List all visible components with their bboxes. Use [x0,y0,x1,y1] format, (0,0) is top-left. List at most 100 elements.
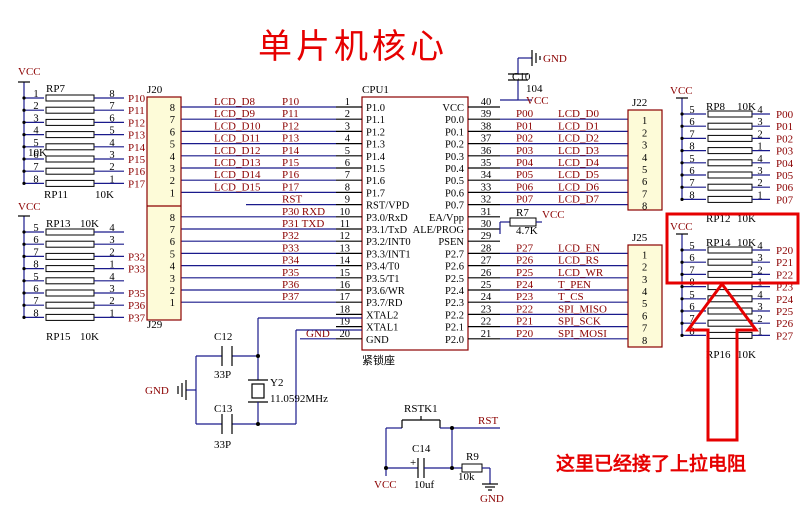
cpu-pin-name: P0.2 [445,140,464,151]
j29-pin-number: 4 [170,262,176,273]
cpu-net-label: P37 [282,291,300,303]
rp7-vcc-label: VCC [18,66,41,78]
rp8-resistor [707,147,753,155]
rp13-resistor [45,289,95,297]
j22-pin-number: 2 [642,128,647,139]
c10-capacitor [500,50,541,101]
r9-value: 10k [458,471,475,483]
cpu-pin-name: P3.7/RD [366,298,403,309]
j20-net-label: LCD_D10 [214,120,261,132]
cpu-pin-name: EA/Vpp [429,213,464,224]
rp8-junction [680,136,684,140]
cpu-net-label: P22 [516,303,533,315]
cpu-net-label: P02 [516,133,533,145]
rp7-pin-right: 7 [109,101,114,112]
rp14-net-label: P24 [776,294,794,306]
rp8-net-label: P00 [776,109,794,121]
j22-pin-number: 8 [642,202,647,213]
c14-plus: + [410,457,416,469]
cpu-pin-name: P0.4 [445,164,465,175]
cpu-net-label: P00 [516,108,534,120]
pullup-note: 这里已经接了上拉电阻 [556,452,746,475]
highlight-arrow [685,281,759,442]
rp13-junction [22,315,26,319]
j25-pin-number: 8 [642,336,647,347]
j29-pin-number: 8 [170,213,175,224]
rp14-pin-right: 3 [757,302,762,313]
rp8-ref: RP8 [706,101,725,113]
j20-net-label: LCD_D14 [214,169,261,181]
rp13-pin-right: 1 [109,260,114,271]
j25-net-label: SPI_MISO [558,303,607,315]
j25-pin-number: 6 [642,311,647,322]
cpu-body [361,96,469,351]
j25-net-label: SPI_SCK [558,316,601,328]
rp14-resistor [707,307,753,315]
cpu-pin-number: 21 [481,329,492,340]
r9-ref: R9 [466,451,479,463]
rp14-pin-right: 2 [757,265,762,276]
j20-pin-number: 3 [170,164,175,175]
rp13-resistor [45,240,95,248]
rp11-value: 10K [95,189,114,201]
rp7-ref: RP7 [46,83,65,95]
rp14-resistor [707,331,753,339]
j25-pin-number: 7 [642,324,647,335]
cpu-pin-number: 6 [345,158,350,169]
rp7-resistor [45,155,95,163]
cpu-pin-number: 19 [340,317,351,328]
cpu-net-label: P33 [282,242,300,254]
rp8-junction [680,161,684,165]
j29-pin-number: 6 [170,237,175,248]
j25-header-body [627,244,663,348]
cpu-ref: CPU1 [362,84,389,96]
rp8-pin-right: 2 [757,129,762,140]
rp13-pin-right: 4 [109,272,115,283]
rp13-pin-right: 3 [109,284,114,295]
rp14-pin-right: 1 [757,326,762,337]
cpu-pin-name: VCC [442,103,464,114]
cpu-net-label: P20 [516,328,534,340]
rp14-junction [680,248,684,252]
rp14-pin-right: 4 [757,241,763,252]
rp13-net-label: P36 [128,300,146,312]
cpu-pin-number: 22 [481,317,492,328]
cpu-pin-name: P1.2 [366,127,385,138]
rp12-value: 10K [737,213,756,225]
rp7-net-label: P14 [128,142,146,154]
rp7-pin-right: 3 [109,150,114,161]
rp8-pin-right: 4 [757,154,763,165]
j20-pin-number: 2 [170,176,175,187]
rp8-value: 10K [737,101,756,113]
cpu-pin-number: 14 [340,256,351,267]
cpu-pin-number: 2 [345,109,350,120]
rp8-pin-left: 5 [689,105,694,116]
j20-pin-number: 4 [170,152,176,163]
cpu-pin-number: 10 [340,207,351,218]
cpu-pin-number: 34 [481,170,492,181]
cpu-pin-name: RST/VPD [366,201,410,212]
reset-circuit [384,416,500,491]
cpu-net-label: P10 [282,96,300,108]
rp14-net-label: P27 [776,330,794,342]
cpu-pin-number: 29 [481,231,492,242]
c12-ref: C12 [214,331,232,343]
rp8-pin-left: 7 [689,178,694,189]
rp15-value: 10K [80,331,99,343]
c14-value: 10uf [414,479,435,491]
rp14-pin-left: 7 [689,265,694,276]
rp13-net-label: P32 [128,251,145,263]
rp8-junction [680,124,684,128]
j25-pin-number: 4 [642,287,648,298]
rp14-resistor [707,258,753,266]
j25-pin-number: 2 [642,263,647,274]
rp8-pin-right: 1 [757,142,762,153]
rp14-pin-left: 6 [689,302,694,313]
cpu-pin-number: 26 [481,268,492,279]
rp7-net-label: P16 [128,166,146,178]
rp14-resistor [707,319,753,327]
cpu-pin-name: P3.0/RxD [366,213,408,224]
cpu-pin-name: P2.5 [445,274,464,285]
